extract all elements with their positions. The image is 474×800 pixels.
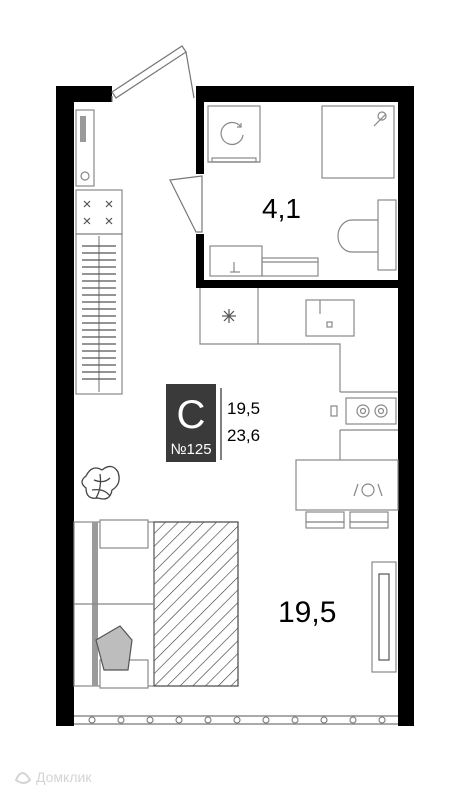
- unit-type-letter: С: [177, 393, 206, 437]
- bathroom-counter: [261, 257, 319, 277]
- railing-post: [117, 716, 125, 724]
- main-room-area-label: 19,5: [278, 596, 336, 629]
- living-area-value: 19,5: [227, 399, 260, 418]
- railing-post: [146, 716, 154, 724]
- kitchen-sink-icon: [305, 299, 355, 337]
- bathroom-sink-icon: [209, 245, 263, 277]
- railing-post: [262, 716, 270, 724]
- bathroom: [207, 105, 397, 277]
- stool-icon: [305, 511, 389, 529]
- hallway: [75, 109, 123, 395]
- railing-post: [378, 716, 386, 724]
- wardrobe-icon: [75, 233, 123, 395]
- unit-number: №125: [170, 441, 211, 458]
- railing-post: [233, 716, 241, 724]
- cooktop-icon: [330, 397, 397, 425]
- railing-post: [175, 716, 183, 724]
- total-area-value: 23,6: [227, 426, 260, 445]
- railing-post: [320, 716, 328, 724]
- washing-machine-icon: [207, 105, 261, 163]
- toilet-icon: [337, 199, 397, 271]
- shower-tray-icon: [321, 105, 395, 179]
- bathroom-area-label: 4,1: [262, 193, 301, 224]
- watermark-text: Домклик: [36, 769, 92, 785]
- window-railing: [74, 715, 398, 725]
- unit-badge: С №125 19,5 23,6: [166, 384, 260, 462]
- kitchen: [199, 288, 399, 529]
- tv-stand-icon: [371, 561, 397, 673]
- coat-rack-icon: [75, 109, 95, 187]
- railing-post: [204, 716, 212, 724]
- living-room: [73, 465, 397, 689]
- entrance-door[interactable]: [111, 45, 195, 102]
- plant-icon: [81, 465, 120, 500]
- watermark-logo: Домклик: [14, 769, 92, 785]
- bed-icon: [73, 519, 239, 689]
- fridge-icon: [222, 309, 236, 323]
- railing-post: [88, 716, 96, 724]
- bathroom-door[interactable]: [169, 175, 203, 233]
- railing-post: [349, 716, 357, 724]
- railing-posts: [88, 716, 386, 724]
- shoe-cabinet-icon: [75, 189, 123, 235]
- dining-table-icon: [295, 459, 399, 511]
- railing-post: [291, 716, 299, 724]
- wardrobe-hangers: [82, 245, 116, 380]
- walls: [56, 86, 414, 726]
